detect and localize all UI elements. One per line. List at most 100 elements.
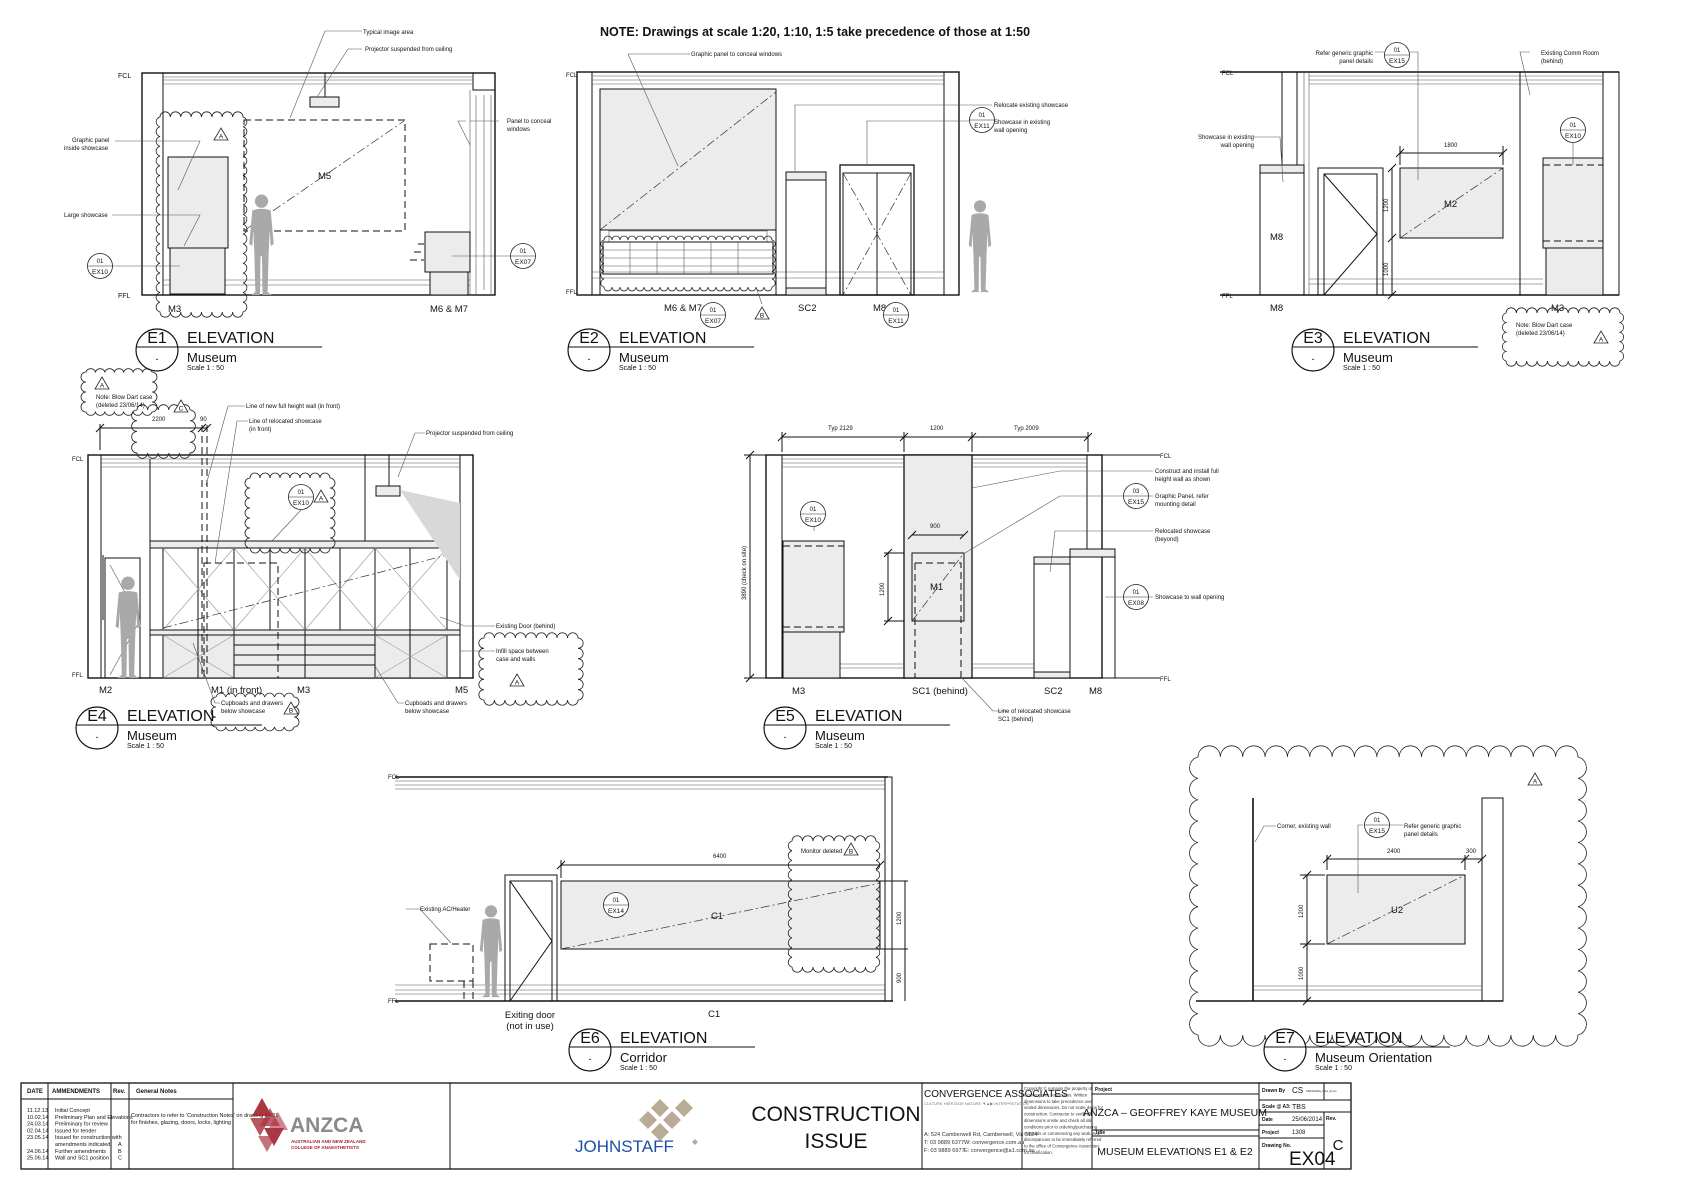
project-name: ANZCA – GEOFFREY KAYE MUSEUM (1083, 1107, 1267, 1119)
callout: panel details (1404, 832, 1438, 838)
copyright-line: construction. Contractor to verify all (1024, 1112, 1091, 1117)
showcase-sc2 (785, 171, 827, 296)
elevation-heading: ELEVATION (127, 708, 214, 725)
note-text: (deleted 23/06/14) (1516, 331, 1565, 337)
level-fcl: FCL (1160, 454, 1172, 460)
level-fcl: FCL (566, 73, 578, 79)
dimension: 3890 (check on site) (742, 546, 748, 600)
revision-letter: C (179, 406, 184, 413)
elevation-scale: Scale 1 : 50 (1343, 365, 1380, 372)
amendment-rev: A (118, 1142, 122, 1148)
bubble-detail-number: 01 (810, 507, 817, 513)
elevation-sheet: - (1284, 1054, 1287, 1064)
label-sc1: SC1 (behind) (912, 686, 968, 697)
person-silhouette (115, 576, 141, 678)
elevation-subtitle: Museum (187, 350, 237, 365)
consultant-web[interactable]: W: convergence.com.au (964, 1140, 1024, 1146)
callout: below showcase (221, 709, 266, 715)
amendment-date: 11.12.13 (27, 1108, 48, 1114)
callout: below showcase (405, 709, 450, 715)
revision-letter: A (219, 134, 224, 141)
elevation-e1: M5 A FCL FFL M3 M6 & M7 Typical image ar… (64, 30, 551, 372)
amendment-date: 24.06.14 (27, 1149, 48, 1155)
revision-cloud (155, 111, 248, 318)
dimension: 2200 (152, 417, 166, 423)
dimension: Typ 2129 (828, 426, 853, 432)
cabinet-m6-m7 (424, 231, 471, 273)
johnstaff-logo: JOHNSTAFF (575, 1099, 698, 1156)
elevation-code: E3 (1303, 330, 1323, 347)
showcase-m3 (782, 540, 845, 633)
amendment-date: 24.03.14 (27, 1122, 48, 1128)
title-circle (567, 328, 611, 372)
column-header: General Notes (136, 1089, 177, 1095)
revision-triangle: C (173, 399, 189, 413)
elevation-sheet: - (96, 732, 99, 742)
copyright-line: dimensions onsite and check all site (1024, 1118, 1093, 1123)
revision-triangle: B (754, 306, 770, 320)
callout: Cupboads and drawers (405, 701, 467, 707)
showcase-m3 (1542, 157, 1604, 249)
amendment-text: Wall and SC1 position (55, 1156, 109, 1162)
level-ffl: FFL (566, 290, 577, 296)
anzca-tagline: AUSTRALIAN AND NEW ZEALAND (291, 1139, 366, 1144)
callout: Panel to conceal (507, 119, 551, 125)
dimension: 1800 (1444, 143, 1458, 149)
label-m1: M1 (in front) (211, 685, 262, 696)
consultant-address: A: 524 Camberwell Rd, Camberwell, Vic 31… (924, 1132, 1037, 1138)
person-silhouette (968, 200, 992, 293)
revision-letter: B (289, 708, 293, 715)
callout: SC1 (behind) (998, 717, 1033, 723)
callout: Line of new full height wall (in front) (246, 404, 340, 410)
column-header: Rev. (113, 1089, 126, 1095)
scale-label: Scale @ A3: (1262, 1104, 1291, 1110)
consultant-email[interactable]: E: convergence@a1.com.au (964, 1148, 1035, 1154)
amendment-text: Preliminary Plan and Elevations (55, 1115, 133, 1121)
graphic-panel (599, 88, 777, 231)
amendment-text: Further amendments (55, 1149, 106, 1155)
dimension: 1200 (1299, 904, 1305, 918)
elevation-sheet: - (156, 354, 159, 364)
amendment-date: 10.02.14 (27, 1115, 48, 1121)
label-c1: C1 (708, 1009, 720, 1020)
amendment-text: Preliminary for review (55, 1122, 108, 1128)
level-fcl: FCL (1222, 71, 1234, 77)
consultant-phone: T: 03 9889 6377 (924, 1140, 964, 1146)
revision-triangle: A (1527, 772, 1543, 786)
triangle-icon (213, 127, 229, 141)
status-text: ISSUE (804, 1130, 867, 1153)
column-header: DATE (27, 1089, 43, 1095)
amendment-rev: B (118, 1149, 122, 1155)
bubble-detail-number: 01 (613, 898, 620, 904)
callout: Existing AC/Heater (420, 907, 470, 913)
callout: (beyond) (1155, 537, 1179, 543)
bubble-sheet-ref: EX10 (805, 517, 821, 524)
elevation-subtitle: Museum (1343, 350, 1393, 365)
door (1317, 167, 1384, 296)
callout: Existing Door (behind) (496, 624, 555, 630)
general-note: for finishes, glazing, doors, locks, lig… (131, 1120, 231, 1126)
consultant-name: CONVERGENCE ASSOCIATES (924, 1089, 1068, 1100)
project-label: Project (1095, 1087, 1112, 1093)
callout: panel details (1339, 59, 1373, 65)
project-no-label: Project (1262, 1130, 1279, 1136)
elevation-e3: M8 M2 1800 1200 1000 FCL FFL Refer gener… (1198, 42, 1624, 372)
label-m8: M8 (1089, 686, 1102, 697)
bubble-detail-number: 01 (520, 249, 527, 255)
consultant-tagline: CULTURE HERITAGE NATURE ▼▲▶ INTERPRETATI… (924, 1101, 1029, 1106)
rev-label: Rev. (1326, 1116, 1337, 1122)
